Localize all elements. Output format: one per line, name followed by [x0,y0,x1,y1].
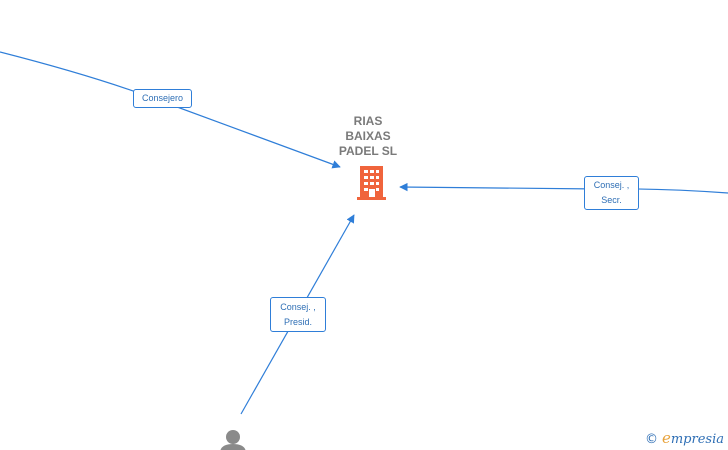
edge-line-consejero [0,51,341,169]
edge-label-text: Consej. , [593,180,630,190]
company-name-line-1: RIAS [353,114,383,128]
edge-label-text: Presid. [283,317,312,327]
edge-label-consej-secr: Consej. , Secr. [584,176,639,210]
company-name-line-3: PADEL SL [338,144,398,158]
edge-line-consej-secr [399,182,728,194]
company-name[interactable]: RIAS BAIXAS PADEL SL [318,114,418,159]
company-name-line-2: BAIXAS [345,129,391,143]
brand-name: mpresia [670,432,724,447]
building-icon[interactable] [357,166,386,200]
empresia-watermark: ©empresia [645,429,724,447]
copyright-icon: © [644,432,658,447]
edge-label-text: Secr. [601,195,622,205]
edge-label-text: Consejero [141,93,184,103]
edge-label-text: Consej. , [280,302,316,312]
brand-initial: e [661,429,671,447]
edge-label-consej-presid: Consej. , Presid. [270,297,326,332]
person-icon[interactable] [220,430,246,450]
edge-label-consejero: Consejero [133,89,192,108]
